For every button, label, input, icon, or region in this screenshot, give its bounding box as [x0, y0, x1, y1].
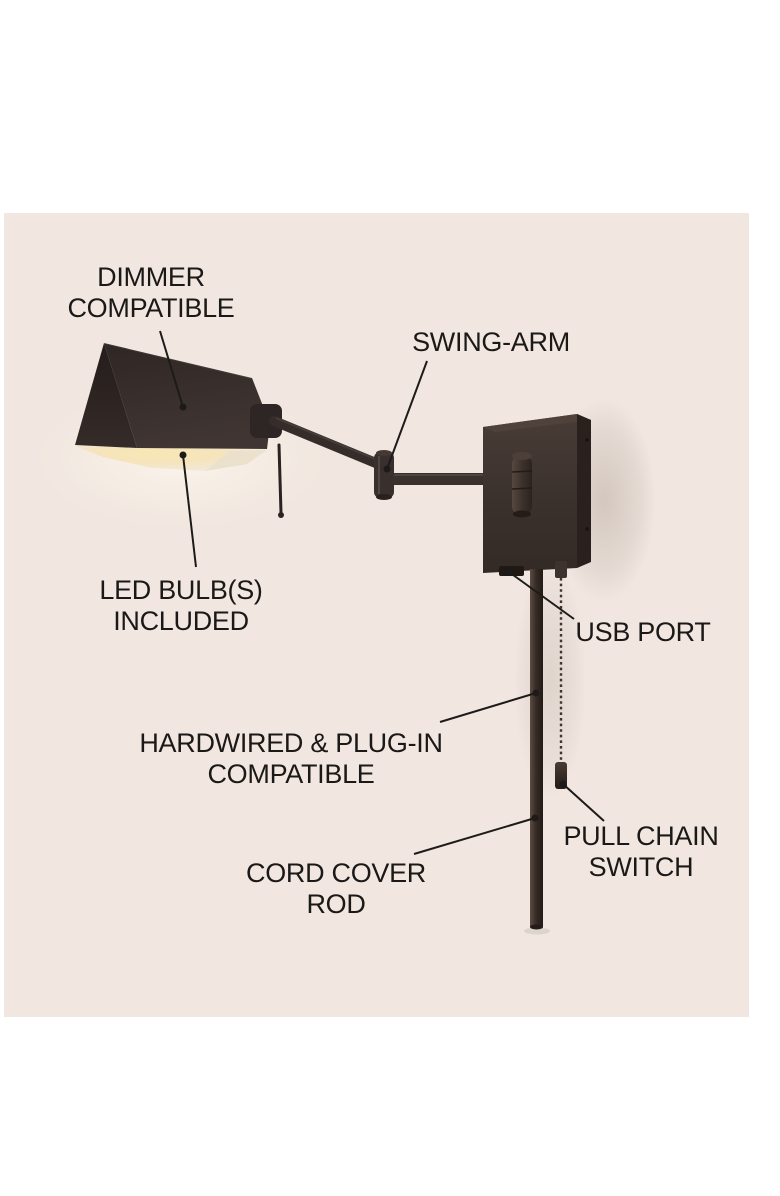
cord-cover-rod: [524, 569, 550, 935]
shade-inner-reflector: [205, 450, 267, 471]
wall-plate-side-edge: [577, 414, 591, 568]
hardwired-callout-dot: [532, 689, 540, 697]
leader-lines: [159, 330, 605, 855]
mount-swivel-ring-2: [511, 487, 533, 490]
panel-background: [4, 213, 749, 1017]
dimmer-leader-line: [159, 330, 184, 408]
usb-callout-dot: [505, 568, 513, 576]
adjustment-lever-knob: [278, 512, 284, 518]
mount-swivel-bottom-cap: [513, 510, 531, 518]
rod-end-shadow: [524, 927, 550, 935]
wall-plate: [483, 414, 591, 576]
adjustment-lever: [277, 443, 283, 515]
callout-led-line1: LED BULB(S): [99, 575, 263, 605]
swing-arm-leader-line: [386, 360, 428, 470]
mount-swivel-ring-1: [511, 470, 533, 473]
callout-swing-arm-line1: SWING-ARM: [412, 327, 570, 357]
shade-front-face: [104, 343, 270, 449]
callout-dimmer-line2: COMPATIBLE: [67, 293, 235, 323]
callout-cord-line1: CORD COVER: [245, 858, 427, 888]
callout-hardwired-line1: HARDWIRED & PLUG-IN: [139, 728, 443, 758]
rod-wall-shadow: [514, 560, 586, 800]
cord-cover-leader-line: [413, 817, 536, 855]
pull-chain-callout-dot: [559, 780, 567, 788]
swing-arm-segment-1-highlight: [275, 417, 381, 462]
callout-pull-chain: PULL CHAIN SWITCH: [563, 821, 718, 883]
usb-leader-line: [508, 571, 575, 620]
callout-dimmer-compatible: DIMMER COMPATIBLE: [67, 262, 234, 324]
swing-arm-segment-2-highlight: [392, 474, 518, 476]
callout-cord-cover: CORD COVER ROD: [246, 858, 426, 920]
lamp-shade: [75, 342, 284, 518]
rod-end-cap: [530, 924, 543, 930]
hardwired-leader-line: [439, 692, 537, 723]
mount-swivel-top-cap: [512, 452, 532, 460]
screw-dot-bottom: [585, 527, 589, 531]
shade-ridge-highlight: [103, 342, 253, 379]
swing-arm-segment-1: [269, 416, 388, 471]
callout-pull-chain-line2: SWITCH: [588, 852, 694, 882]
callout-pull-chain-line1: PULL CHAIN: [563, 821, 719, 851]
callout-swing-arm: SWING-ARM: [412, 327, 570, 358]
shade-left-face: [75, 343, 137, 448]
callout-dimmer-line1: DIMMER: [97, 262, 205, 292]
led-leader-line: [182, 454, 197, 568]
callout-usb-line1: USB PORT: [575, 617, 711, 647]
callout-hardwired: HARDWIRED & PLUG-IN COMPATIBLE: [139, 728, 443, 790]
mount-swivel-cylinder: [512, 455, 532, 515]
chain-nub: [555, 561, 567, 578]
led-callout-dot: [179, 451, 187, 459]
wall-plate-top-edge: [483, 414, 591, 432]
shade-arm-hub: [250, 404, 282, 438]
callout-usb-port: USB PORT: [575, 617, 710, 648]
screw-dot-top: [585, 438, 589, 442]
callout-hardwired-line2: COMPATIBLE: [207, 759, 375, 789]
cord-cover-rod-body: [530, 569, 543, 927]
elbow-joint-bottom-cap: [376, 494, 392, 500]
cord-cover-callout-dot: [531, 814, 539, 822]
pull-chain-leader-line: [562, 783, 605, 822]
callout-cord-line2: ROD: [306, 889, 366, 919]
callout-led-bulb: LED BULB(S) INCLUDED: [99, 575, 263, 637]
elbow-joint-top-cap: [376, 450, 392, 456]
swing-arm-callout-dot: [383, 465, 391, 473]
dimmer-callout-dot: [179, 403, 187, 411]
callout-led-line2: INCLUDED: [113, 606, 249, 636]
